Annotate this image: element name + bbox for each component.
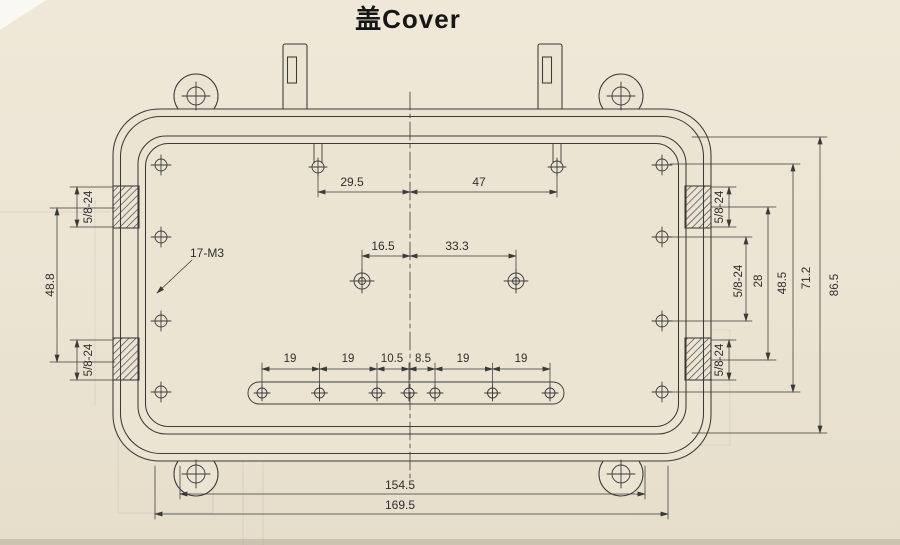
bottom-connector-strip [247,381,565,405]
threaded-bushings [112,185,712,381]
top-hinge-tabs [282,43,563,115]
dim-label-154-5: 154.5 [385,478,415,492]
thread-callout-leader [156,259,193,294]
dim-label-19a: 19 [284,353,297,365]
hinge-tab-left [282,43,308,115]
cover-drawing: 29.5 47 16.5 33.3 [43,43,841,520]
dim-bottom-overall: 154.5 169.5 [154,465,669,520]
paper-bottom-shadow [0,539,900,545]
body-rim-outline [119,115,705,455]
hinge-tab-left-slot [286,56,298,84]
dim-top: 29.5 47 [317,174,558,198]
bushing-left-top [112,185,140,229]
drawing-title: 盖Cover [355,4,461,34]
dim-label-8-5: 8.5 [415,353,431,365]
dim-label-right-bushing-bottom: 5/8-24 [714,343,726,376]
bushing-right-top [684,185,712,229]
dim-label-19d: 19 [515,353,528,365]
hinge-tab-right [537,43,563,115]
dim-right-side: 5/8-24 5/8-24 28 48.5 71.2 86.5 5/8-24 [667,136,841,434]
body-outer-outline [112,108,712,462]
thread-callout: 17-M3 [156,246,224,294]
dimension-lines: 29.5 47 16.5 33.3 [43,136,841,520]
dim-bottom-row: 19 19 10.5 8.5 19 19 [261,353,551,386]
dim-label-left-bushing-bottom: 5/8-24 [83,343,95,376]
dim-label-29-5: 29.5 [340,175,364,189]
dim-label-28: 28 [753,275,765,288]
dim-label-48-8: 48.8 [43,273,57,297]
strip-outline [247,381,565,405]
dim-label-right-mid-thread: 5/8-24 [733,264,745,297]
dim-label-10-5: 10.5 [381,353,403,365]
dim-label-19c: 19 [457,353,470,365]
dim-label-169-5: 169.5 [385,498,415,512]
dim-label-86-5: 86.5 [829,274,841,296]
dim-label-left-bushing-top: 5/8-24 [83,190,95,223]
dim-label-47: 47 [472,175,486,189]
dim-middle: 16.5 33.3 [361,239,517,271]
inner-wall-outer [137,135,687,435]
thread-callout-label: 17-M3 [190,246,224,260]
dim-label-48-5: 48.5 [777,272,789,294]
dim-label-71-2: 71.2 [801,267,813,289]
dim-label-16-5: 16.5 [371,239,395,253]
hinge-tab-right-slot [541,56,553,84]
inner-wall-inner [144,142,680,428]
bushing-left-bottom [112,337,140,381]
dim-label-19b: 19 [342,353,355,365]
dim-label-33-3: 33.3 [445,239,469,253]
dim-left-side: 5/8-24 48.8 5/8-24 [43,186,116,381]
paper-corner-fold [0,0,46,30]
bushing-right-bottom [684,337,712,381]
